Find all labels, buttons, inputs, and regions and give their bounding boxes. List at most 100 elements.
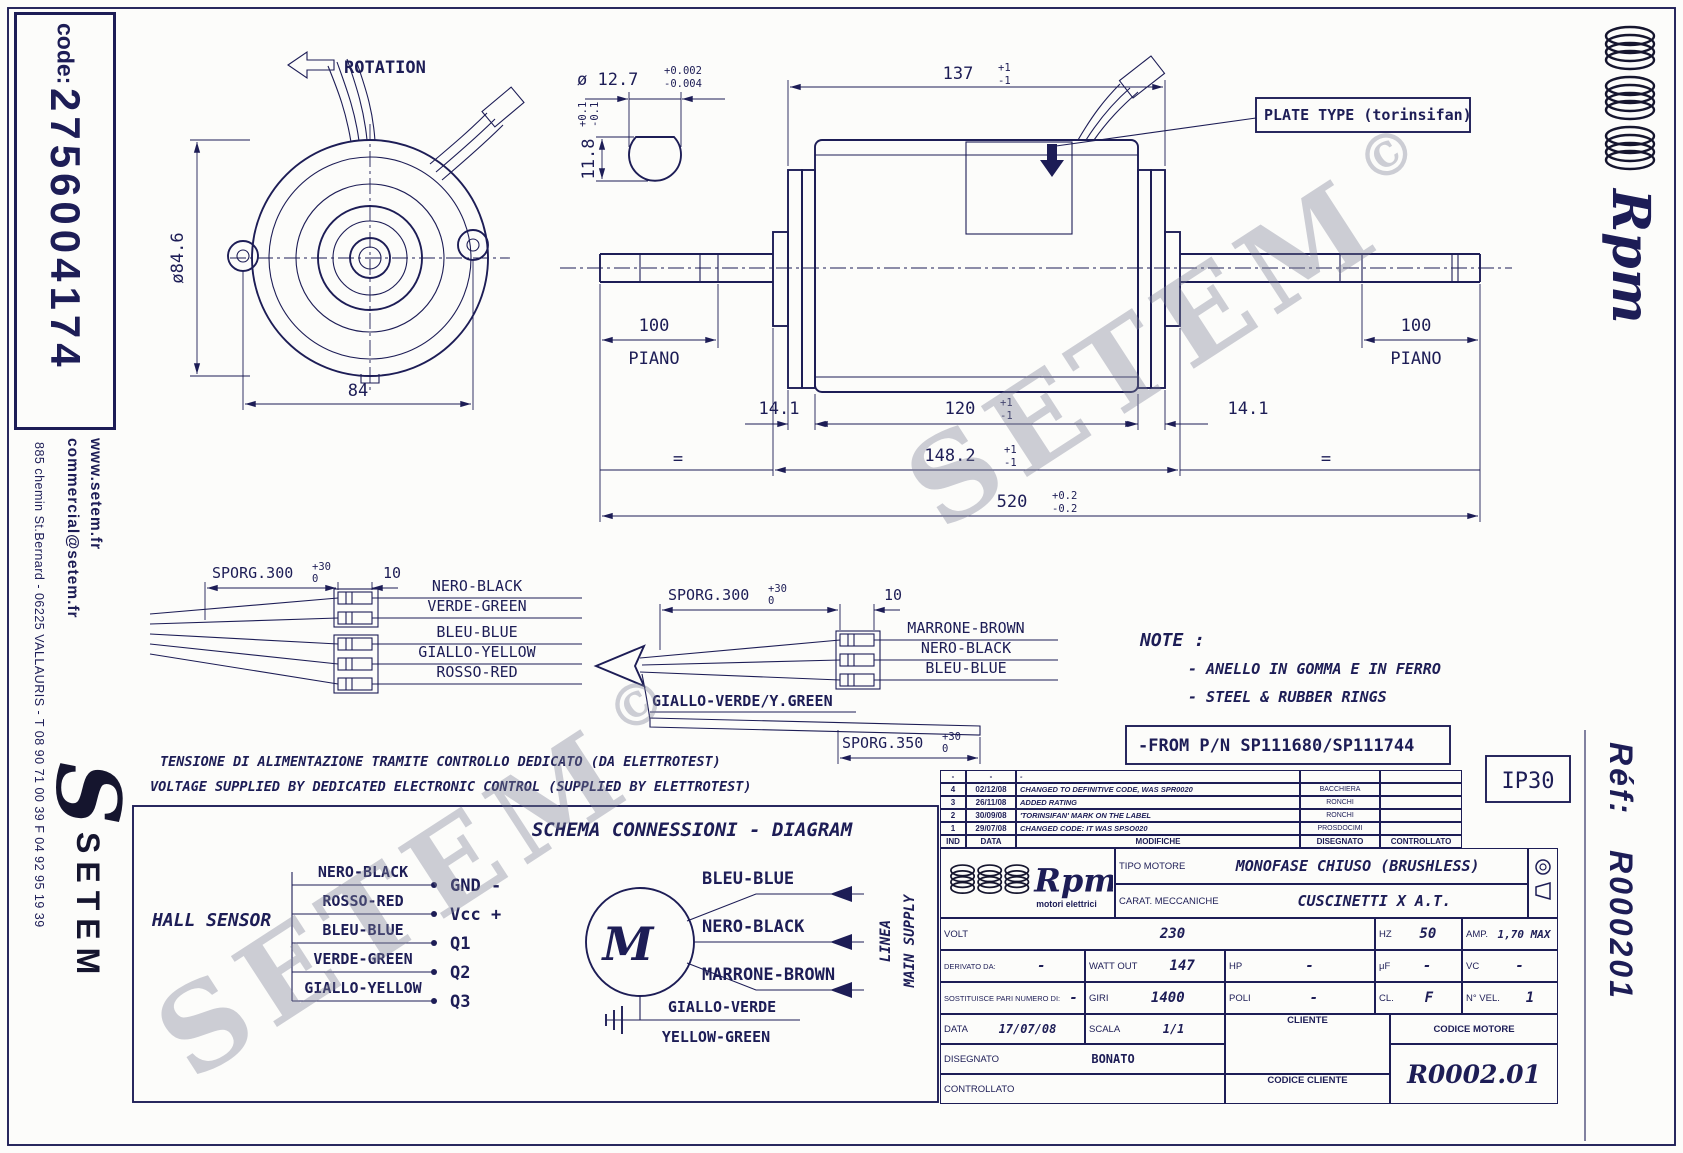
dim-piano-left: 100 [639,316,670,336]
projection-symbol-cell [1528,848,1558,918]
dim-sporg300-hall: SPORG.300 [212,564,293,582]
tipo-motore-cell: TIPO MOTORE MONOFASE CHIUSO (BRUSHLESS) [1115,848,1528,884]
from-pn-box: -FROM P/N SP111680/SP111744 [1125,725,1451,765]
rpm-logo-titleblock: Rpm motori elettrici [940,848,1115,918]
hall-line-wire: BLEU-BLUE [322,921,403,939]
piano-left-label: PIANO [628,349,679,369]
piano-right-label: PIANO [1390,349,1441,369]
plate-type-label: PLATE TYPE (torinsifan) [1264,106,1472,124]
giri-label: GIRI [1089,992,1109,1004]
note-block: NOTE : - ANELLO IN GOMMA E IN FERRO - ST… [1139,630,1441,706]
dim-120-tol-up: +1 [1000,397,1013,409]
rpm-logo-text: Rpm [1600,189,1661,324]
rpm-logo-text: Rpm [1033,862,1113,900]
giri-value: 1400 [1150,990,1185,1006]
rpm-coils-icon [1604,25,1656,171]
controllato-label: CONTROLLATO [944,1083,1015,1095]
derivato-label: DERIVATO DA: [944,961,996,971]
cl-cell: CL. F [1375,982,1462,1014]
name-plate [965,141,1073,235]
dim-shaft-diameter-tol-up: +0.002 [664,65,702,77]
earth-wire-label: GIALLO-VERDE/Y.GREEN [652,692,833,710]
hp-label: HP [1229,960,1243,972]
rotation-annotation: ROTATION [287,50,426,80]
nvel-label: N° VEL. [1466,992,1500,1004]
disegnato-label: DISEGNATO [944,1053,1000,1065]
setem-logo: S SETEM [36,762,141,982]
dim-1482-tol-up: +1 [1004,444,1017,456]
motor-front-view [227,58,525,392]
note-title: NOTE : [1139,630,1205,651]
hz-value: 50 [1419,926,1437,942]
note-item: - STEEL & RUBBER RINGS [1188,688,1387,706]
earth-label-it: GIALLO-VERDE [668,998,776,1016]
rev-check [1380,822,1462,835]
website-text: www.setem.fr [87,438,104,551]
supply-line-label: MARRONE-BROWN [702,965,835,985]
front-view-dimensions: ø84.6 84 [168,139,474,410]
rev-desc: CHANGED CODE: IT WAS SPSO020 [1016,822,1300,835]
uf-value: - [1422,958,1432,974]
codice-motore-label: CODICE MOTORE [1433,1023,1515,1035]
cl-value: F [1424,990,1434,1006]
earth-wire [649,717,981,736]
note-item: - ANELLO IN GOMMA E IN FERRO [1188,660,1441,678]
equal-mark-left: = [673,449,683,469]
supply-arrow-icon [830,934,852,950]
title-block: - - - 4 02/12/08 CHANGED TO DEFINITIVE C… [940,770,1558,1104]
rev-check [1380,796,1462,809]
ref-label: Réf: [1603,742,1639,817]
supply-cable-drawing: MARRONE-BROWN NERO-BLACK BLEU-BLUE SPORG… [593,583,1058,764]
dim-10-supply: 10 [884,586,902,604]
rev-check [1380,770,1462,783]
derivato-cell: DERIVATO DA: - [940,950,1085,982]
supply-terminals [839,633,875,687]
dim-520: 520 [997,492,1028,512]
vc-label: VC [1466,960,1480,972]
supply-arrow-icon [830,982,852,998]
scala-value: 1/1 [1162,1022,1185,1036]
setem-logo-s: S [36,762,141,826]
nvel-cell: N° VEL. 1 [1462,982,1558,1014]
ip-rating: IP30 [1502,769,1555,794]
volt-cell: VOLT 230 [940,918,1375,950]
supply-arrow-icon [830,886,852,902]
sostituisce-cell: SOSTITUISCE PARI NUMERO DI: - [940,982,1085,1014]
poli-cell: POLI - [1225,982,1375,1014]
dim-520-tol-up: +0.2 [1052,490,1077,502]
motor-symbol: M [601,917,656,971]
voltage-note-it: TENSIONE DI ALIMENTAZIONE TRAMITE CONTRO… [160,754,721,770]
hall-wire-label: NERO-BLACK [432,577,522,595]
voltage-note-en: VOLTAGE SUPPLIED BY DEDICATED ELECTRONIC… [150,779,751,795]
uf-label: μF [1379,960,1391,972]
supply-line-label: BLEU-BLUE [702,869,794,889]
rev-ind: - [940,770,966,783]
dim-141-left: 14.1 [759,399,800,419]
scala-cell: SCALA 1/1 [1085,1014,1225,1044]
watt-label: WATT OUT [1089,960,1138,972]
derivato-value: - [1037,958,1046,974]
carat-label: CARAT. MECCANICHE [1119,895,1219,907]
rev-header-modifiche: MODIFICHE [1016,835,1300,848]
rev-desc: - [1016,770,1300,783]
dim-120: 120 [945,399,976,419]
dim-sporg350: SPORG.350 [842,734,923,752]
hall-line-signal: Q1 [450,934,470,954]
hp-value: - [1305,958,1314,974]
rev-desc: CHANGED TO DEFINITIVE CODE, WAS SPR0020 [1016,783,1300,796]
projection-symbol-icon [1535,859,1551,900]
rev-check [1380,809,1462,822]
rev-date: - [966,770,1016,783]
dim-141-right: 14.1 [1228,399,1269,419]
rev-ind: 4 [940,783,966,796]
dim-sporg350-tol-up: +30 [942,731,961,743]
earth-label-en: YELLOW-GREEN [662,1028,770,1046]
rev-desc: ADDED RATING [1016,796,1300,809]
vc-value: - [1515,958,1524,974]
rotation-label: ROTATION [344,58,426,78]
voltage-note: TENSIONE DI ALIMENTAZIONE TRAMITE CONTRO… [150,754,751,795]
dim-shaft-diameter: ø 12.7 [577,70,638,90]
codice-cliente-cell: CODICE CLIENTE [1225,1074,1390,1104]
dim-520-tol-dn: -0.2 [1052,503,1077,515]
